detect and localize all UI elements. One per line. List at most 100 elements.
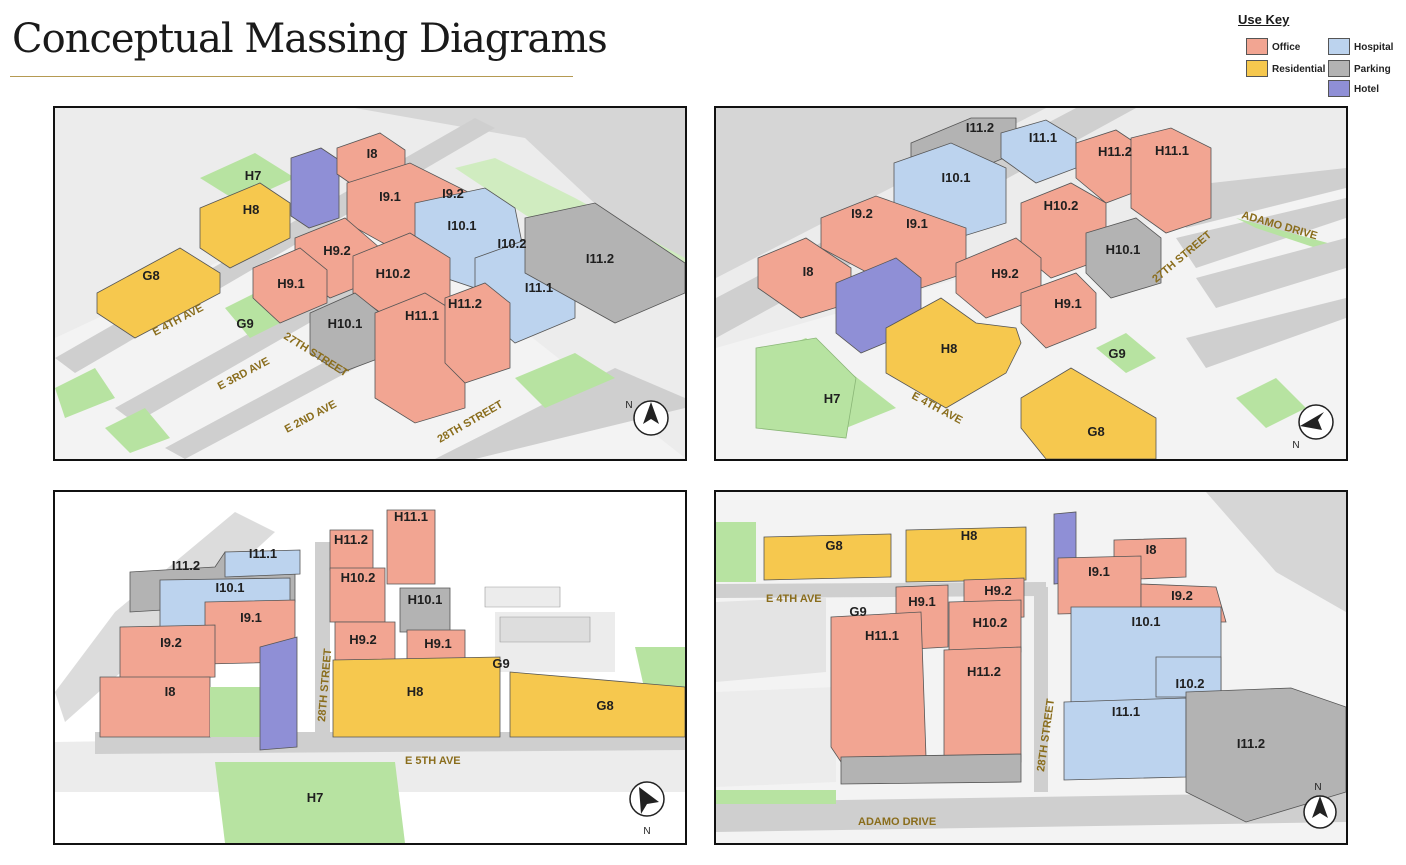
- compass-letter: N: [1292, 440, 1299, 451]
- block-label: I8: [367, 146, 378, 161]
- block-label: H8: [961, 528, 978, 543]
- block-label: G8: [1087, 424, 1104, 439]
- block-label: I9.2: [1171, 588, 1193, 603]
- block-label: I8: [803, 264, 814, 279]
- residential-swatch: [1246, 60, 1268, 77]
- block-label: I11.2: [966, 120, 994, 135]
- block-label: H11.1: [405, 308, 439, 323]
- block-label: I10.2: [498, 236, 527, 251]
- north-arrow-icon: N: [1292, 404, 1334, 451]
- block-label: I10.1: [1132, 614, 1161, 629]
- block-label: I11.1: [1112, 704, 1140, 719]
- block-label: H11.1: [1155, 143, 1189, 158]
- parking-key-label: Parking: [1354, 64, 1391, 75]
- block-label: I8: [1146, 542, 1157, 557]
- block-label: I11.1: [525, 280, 553, 295]
- massing-diagram-2: I11.2 I11.1 H11.2 H11.1 I10.1 I9.2 I9.1 …: [716, 108, 1346, 459]
- block-label: I9.1: [240, 610, 262, 625]
- massing-panel-bottom-right: G8 H8 I8 I9.1 I9.2 H9.1 H9.2 G9 H11.1 H1…: [714, 490, 1348, 845]
- title-underline: [10, 76, 573, 77]
- north-arrow-icon: N: [1303, 782, 1337, 829]
- massing-panel-bottom-left: I11.1 I11.2 I10.1 I9.1 I9.2 I8 H11.2 H11…: [53, 490, 687, 845]
- massing-panel-top-left: H7 H8 G8 G9 I8 I9.1 I9.2 I10.1 I10.2 I11…: [53, 106, 687, 461]
- block-label: H10.1: [328, 316, 363, 331]
- block-label: I9.1: [1088, 564, 1110, 579]
- block-label: I10.1: [448, 218, 477, 233]
- block-label: I11.2: [172, 558, 200, 573]
- block-label: G8: [825, 538, 842, 553]
- hospital-key-label: Hospital: [1354, 42, 1394, 53]
- block-label: I9.2: [442, 186, 464, 201]
- street-label: E 4TH AVE: [766, 593, 822, 605]
- block-label: H9.2: [323, 243, 350, 258]
- use-key-title: Use Key: [1238, 12, 1290, 27]
- block-label: I9.1: [379, 189, 401, 204]
- block-label: G9: [492, 656, 509, 671]
- block-label: H7: [824, 391, 841, 406]
- block-label: I9.2: [160, 635, 182, 650]
- block-label: H8: [407, 684, 424, 699]
- north-arrow-icon: N: [629, 781, 665, 837]
- block-label: I8: [165, 684, 176, 699]
- block-label: G9: [1108, 346, 1125, 361]
- block-label: H9.2: [991, 266, 1018, 281]
- block-label: H7: [245, 168, 262, 183]
- block-label: H11.1: [865, 628, 899, 643]
- hospital-swatch: [1328, 38, 1350, 55]
- block-label: H10.1: [408, 592, 443, 607]
- block-label: H9.1: [277, 276, 304, 291]
- block-label: H10.1: [1106, 242, 1141, 257]
- block-label: H9.2: [349, 632, 376, 647]
- use-key: Use Key Office Hospital Residential Park…: [1238, 10, 1398, 100]
- street-label: ADAMO DRIVE: [858, 816, 936, 828]
- block-label: H11.2: [334, 532, 368, 547]
- block-label: I11.1: [249, 546, 277, 561]
- hotel-swatch: [1328, 80, 1350, 97]
- block-label: H11.2: [448, 296, 482, 311]
- block-label: H11.2: [1098, 144, 1132, 159]
- block-label: I9.1: [906, 216, 928, 231]
- compass-letter: N: [625, 400, 632, 411]
- block-label: G9: [849, 604, 866, 619]
- block-label: I11.2: [586, 251, 614, 266]
- block-label: H10.2: [341, 570, 376, 585]
- massing-diagram-4: G8 H8 I8 I9.1 I9.2 H9.1 H9.2 G9 H11.1 H1…: [716, 492, 1346, 843]
- block-label: H7: [307, 790, 324, 805]
- block-label: H8: [941, 341, 958, 356]
- building-blocks: [99, 509, 685, 751]
- block-label: G9: [236, 316, 253, 331]
- massing-diagram-1: H7 H8 G8 G9 I8 I9.1 I9.2 I10.1 I10.2 I11…: [55, 108, 685, 459]
- hotel-key-label: Hotel: [1354, 84, 1379, 95]
- building-blocks: [96, 132, 685, 424]
- block-label: H9.1: [1054, 296, 1081, 311]
- block-label: H10.2: [376, 266, 411, 281]
- block-label: I11.2: [1237, 736, 1265, 751]
- block-label: H9.2: [984, 583, 1011, 598]
- block-label: G8: [142, 268, 159, 283]
- building-blocks: [763, 511, 1346, 823]
- page-title: Conceptual Massing Diagrams: [12, 16, 608, 62]
- north-arrow-icon: N: [625, 400, 669, 436]
- compass-letter: N: [643, 826, 650, 837]
- block-label: I10.2: [1176, 676, 1205, 691]
- block-label: H11.2: [967, 664, 1001, 679]
- massing-diagram-3: I11.1 I11.2 I10.1 I9.1 I9.2 I8 H11.2 H11…: [55, 492, 685, 843]
- office-swatch: [1246, 38, 1268, 55]
- street-label: E 5TH AVE: [405, 755, 461, 767]
- building-blocks: [755, 117, 1212, 459]
- block-label: I10.1: [942, 170, 971, 185]
- office-key-label: Office: [1272, 42, 1301, 53]
- parking-swatch: [1328, 60, 1350, 77]
- residential-key-label: Residential: [1272, 64, 1326, 75]
- block-label: I11.1: [1029, 130, 1057, 145]
- block-label: I10.1: [216, 580, 245, 595]
- block-label: I9.2: [851, 206, 873, 221]
- massing-panel-top-right: I11.2 I11.1 H11.2 H11.1 I10.1 I9.2 I9.1 …: [714, 106, 1348, 461]
- block-label: H11.1: [394, 509, 428, 524]
- block-label: G8: [596, 698, 613, 713]
- block-label: H9.1: [908, 594, 935, 609]
- block-label: H8: [243, 202, 260, 217]
- block-label: H10.2: [1044, 198, 1079, 213]
- block-label: H10.2: [973, 615, 1008, 630]
- block-label: H9.1: [424, 636, 451, 651]
